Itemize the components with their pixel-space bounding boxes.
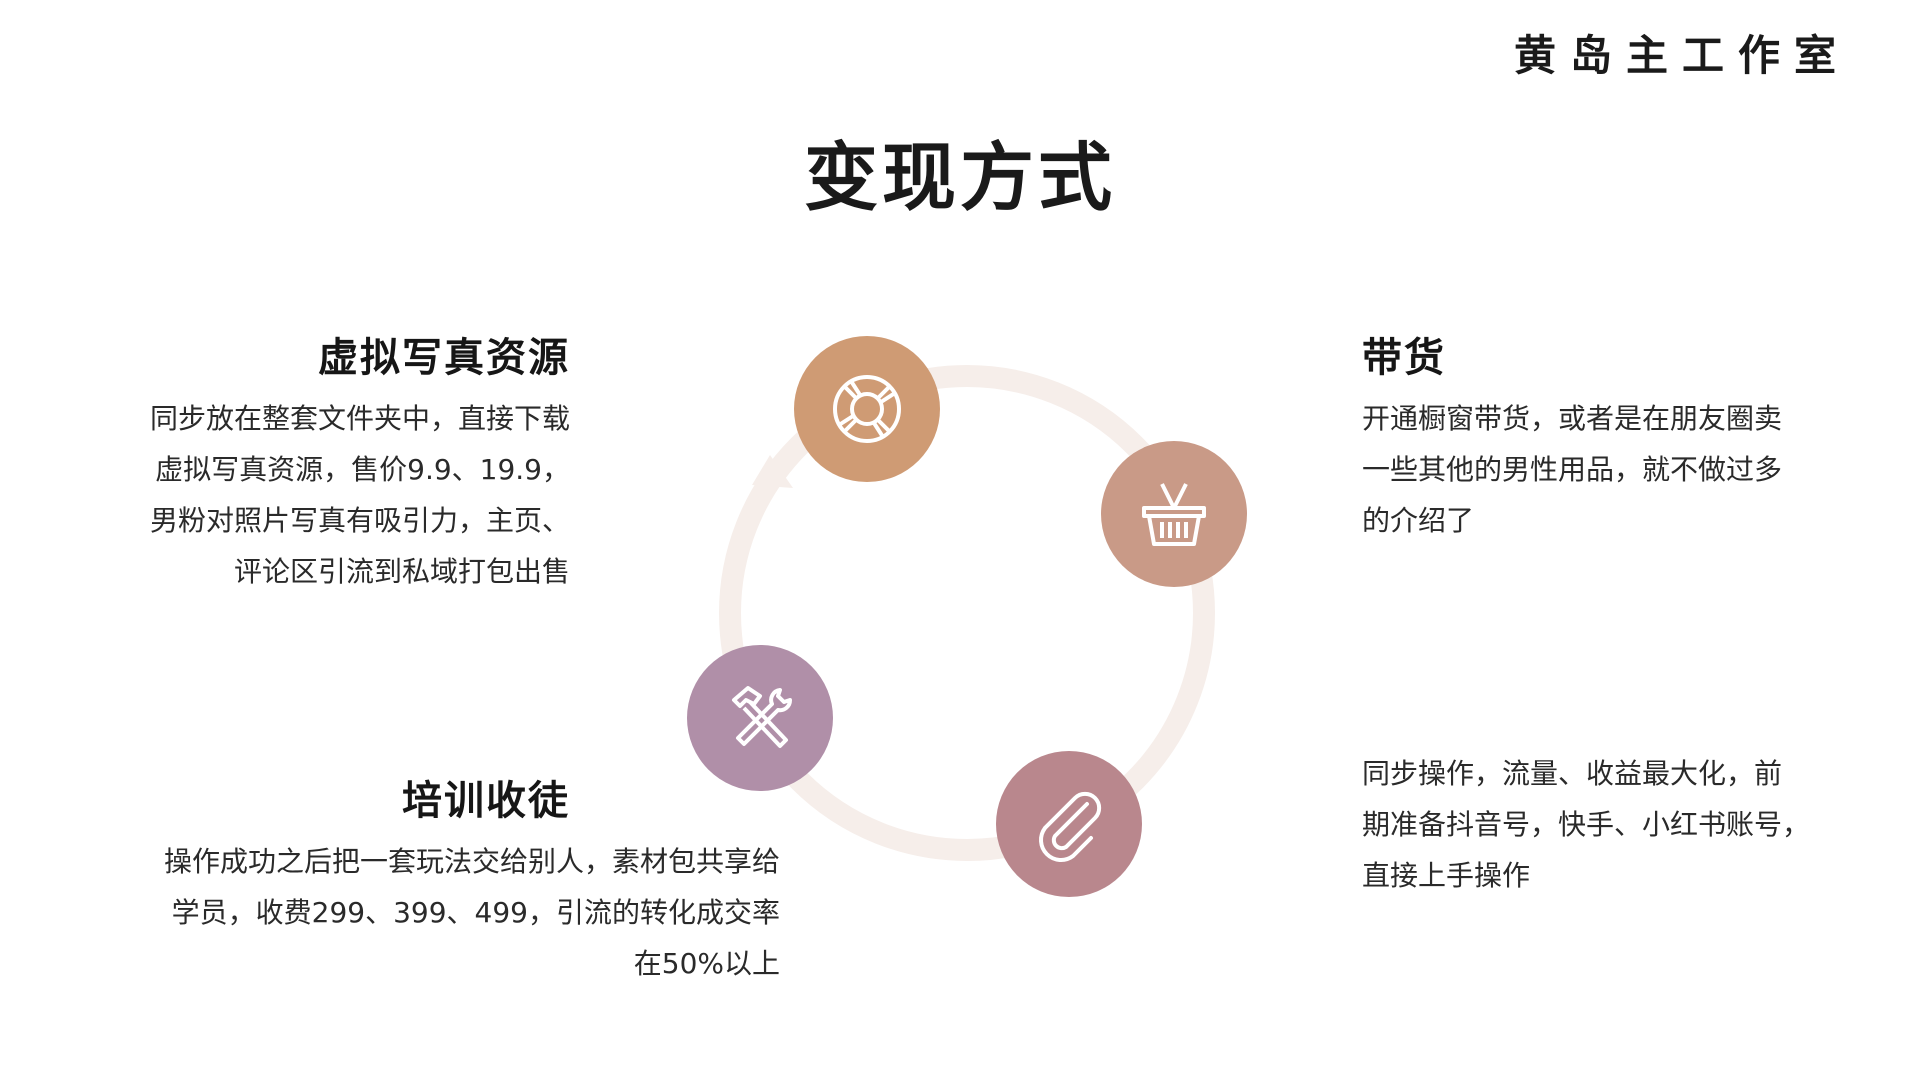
section-line: 在50%以上 [633,947,780,980]
sync-operation-section: 同步操作，流量、收益最大化，前 期准备抖音号，快手、小红书账号， 直接上手操作 [1362,748,1862,901]
section-line: 一些其他的男性用品，就不做过多 [1362,453,1783,486]
section-line: 开通橱窗带货，或者是在朋友圈卖 [1362,402,1783,435]
section-line: 虚拟写真资源，售价9.9、19.9， [155,453,570,486]
section-heading: 培训收徒 [402,778,570,824]
section-heading: 虚拟写真资源 [318,335,570,381]
page-title: 变现方式 [804,135,1116,221]
cycle-arrow-icon [752,455,793,488]
brand-name: 黄岛主工作室 [1513,31,1850,80]
section-line: 的介绍了 [1362,504,1475,537]
section-line: 操作成功之后把一套玩法交给别人，素材包共享给 [163,845,780,878]
section-heading: 带货 [1362,335,1446,381]
training-section: 培训收徒 操作成功之后把一套玩法交给别人，素材包共享给 学员，收费299、399… [70,768,780,989]
section-line: 同步放在整套文件夹中，直接下载 [149,402,570,435]
sales-section: 带货 开通橱窗带货，或者是在朋友圈卖 一些其他的男性用品，就不做过多 的介绍了 [1362,325,1862,546]
paperclip-node [996,751,1142,897]
basket-node [1101,441,1247,587]
section-line: 评论区引流到私域打包出售 [233,555,570,588]
section-line: 男粉对照片写真有吸引力，主页、 [149,504,570,537]
section-line: 同步操作，流量、收益最大化，前 [1362,757,1783,790]
section-line: 学员，收费299、399、499，引流的转化成交率 [171,896,780,929]
tools-node [687,645,833,791]
section-line: 期准备抖音号，快手、小红书账号， [1362,808,1811,841]
tools-icon [732,686,792,748]
section-line: 直接上手操作 [1362,859,1531,892]
lifebuoy-icon [833,375,901,443]
lifebuoy-node [794,336,940,482]
basket-icon [1142,483,1206,546]
virtual-photo-section: 虚拟写真资源 同步放在整套文件夹中，直接下载 虚拟写真资源，售价9.9、19.9… [90,325,570,597]
paperclip-icon [1039,791,1102,862]
